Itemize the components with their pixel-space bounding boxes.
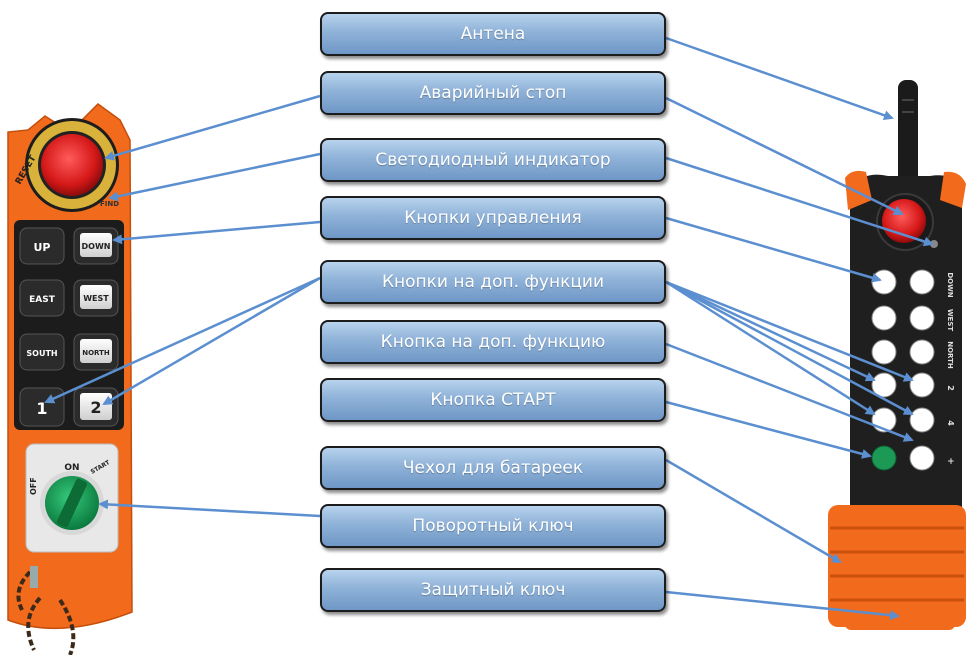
- side-label: +: [945, 457, 955, 465]
- arrow-aux-single-right: [665, 342, 914, 442]
- svg-text:1: 1: [36, 399, 47, 418]
- right-start-button[interactable]: [871, 445, 897, 471]
- label-start-button: Кнопка СТАРТ: [320, 378, 666, 422]
- arrow-aux-right-1: [665, 280, 876, 382]
- svg-text:UP: UP: [34, 241, 51, 254]
- label-battery-cover: Чехол для батареек: [320, 446, 666, 490]
- arrow-start-right: [665, 400, 872, 459]
- label-protective-key: Защитный ключ: [320, 568, 666, 612]
- right-button[interactable]: [909, 372, 935, 398]
- right-button-grid: DOWN WEST NORTH 2 4 +: [871, 269, 955, 471]
- battery-cover: [828, 505, 966, 627]
- arrow-aux-right-3: [665, 280, 876, 416]
- label-antenna: Антена: [320, 12, 666, 56]
- callout-arrows: [44, 36, 934, 621]
- label-control-buttons: Кнопки управления: [320, 196, 666, 240]
- svg-text:SOUTH: SOUTH: [26, 349, 57, 358]
- arrow-aux-left-2: [102, 276, 321, 406]
- arrow-control-right: [665, 216, 882, 283]
- arrow-aux-left-1: [44, 276, 321, 404]
- key-on-text: ON: [64, 463, 79, 473]
- left-button-down[interactable]: DOWN: [73, 227, 119, 265]
- left-button-west[interactable]: WEST: [73, 279, 119, 317]
- right-button[interactable]: [871, 339, 897, 365]
- side-label: 2: [946, 385, 955, 391]
- left-button-up[interactable]: UP: [19, 227, 65, 265]
- arrow-aux-right-2: [665, 280, 914, 382]
- right-button[interactable]: [909, 269, 935, 295]
- right-button[interactable]: [909, 305, 935, 331]
- svg-text:WEST: WEST: [83, 294, 109, 303]
- side-label: DOWN: [946, 272, 954, 297]
- left-button-east[interactable]: EAST: [19, 279, 65, 317]
- left-button-2[interactable]: 2: [73, 387, 119, 427]
- find-text: FIND: [100, 200, 119, 208]
- right-button[interactable]: [871, 372, 897, 398]
- svg-text:DOWN: DOWN: [82, 242, 111, 251]
- arrow-aux-right-4: [665, 280, 914, 416]
- left-button-1[interactable]: 1: [19, 387, 65, 427]
- arrow-control-left: [112, 220, 321, 245]
- right-button[interactable]: [909, 407, 935, 433]
- left-key-switch: ON OFF START: [25, 443, 119, 553]
- label-emergency-stop: Аварийный стоп: [320, 71, 666, 115]
- right-button[interactable]: [909, 445, 935, 471]
- side-label: WEST: [946, 309, 954, 332]
- svg-text:NORTH: NORTH: [82, 349, 110, 357]
- arrow-rotary-left: [98, 499, 321, 518]
- left-button-north[interactable]: NORTH: [73, 333, 119, 371]
- arrow-antenna-right: [665, 36, 894, 121]
- right-button[interactable]: [871, 305, 897, 331]
- arrow-estop-right: [665, 96, 904, 216]
- arrow-battery-right: [665, 458, 842, 564]
- side-label: NORTH: [946, 341, 954, 369]
- label-rotary-key: Поворотный ключ: [320, 504, 666, 548]
- right-emergency-stop: [882, 199, 926, 243]
- arrow-protective-right: [665, 590, 900, 621]
- label-led-indicator: Светодиодный индикатор: [320, 138, 666, 182]
- emergency-stop-knob: [41, 134, 103, 196]
- label-aux-buttons: Кнопки на доп. функции: [320, 260, 666, 304]
- right-button[interactable]: [871, 269, 897, 295]
- lanyard-clip: [30, 566, 38, 588]
- arrow-led-right: [665, 156, 934, 247]
- right-button[interactable]: [909, 339, 935, 365]
- arrow-led-left: [108, 152, 321, 202]
- key-off-text: OFF: [29, 477, 38, 495]
- lanyard: [16, 570, 76, 655]
- left-button-south[interactable]: SOUTH: [19, 333, 65, 371]
- label-aux-button-single: Кнопка на доп. функцию: [320, 320, 666, 364]
- arrow-estop-left: [104, 94, 321, 161]
- side-label: 4: [946, 420, 955, 426]
- svg-text:EAST: EAST: [29, 295, 56, 305]
- svg-text:2: 2: [90, 398, 101, 417]
